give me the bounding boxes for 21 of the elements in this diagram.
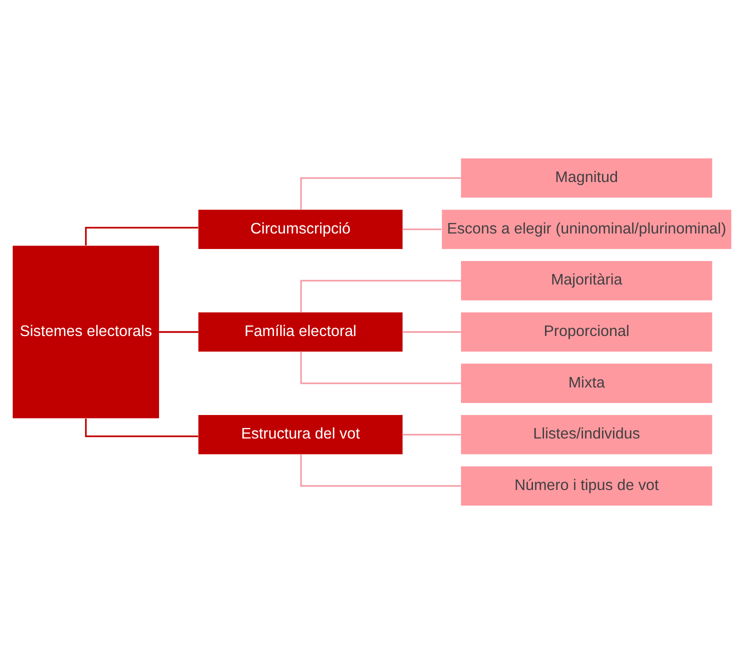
node-box: Mixta	[461, 364, 712, 403]
connector	[402, 434, 461, 436]
node-box: Sistemes electorals	[12, 246, 160, 418]
node-box: Circumscripció	[198, 210, 403, 249]
connector	[300, 280, 461, 312]
connector	[85, 226, 198, 246]
node-box: Majoritària	[461, 261, 712, 300]
connector	[402, 228, 442, 230]
node-box: Estructura del vot	[198, 415, 403, 454]
node-box: Número i tipus de vot	[461, 466, 712, 506]
connector	[300, 454, 461, 487]
connector	[402, 331, 461, 333]
connector	[300, 177, 461, 210]
connector	[159, 331, 198, 333]
connector	[85, 418, 198, 438]
connector	[300, 352, 461, 384]
node-box: Escons a elegir (uninominal/plurinominal)	[442, 210, 732, 249]
node-box: Magnitud	[461, 158, 712, 198]
node-box: Proporcional	[461, 312, 712, 352]
node-box: Família electoral	[198, 312, 403, 352]
node-box: Llistes/individus	[461, 415, 712, 454]
